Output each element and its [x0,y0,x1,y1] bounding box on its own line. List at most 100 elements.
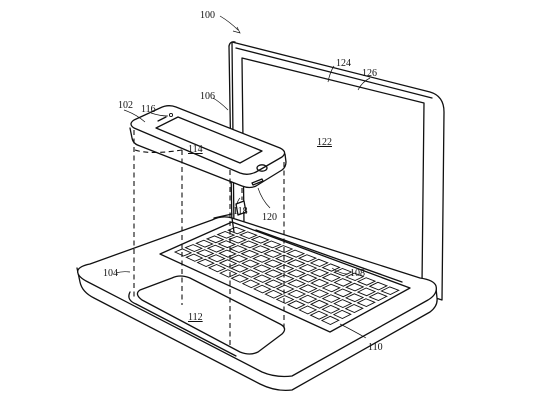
keyboard-key [298,294,318,304]
keyboard-key [274,254,294,263]
keyboard-key [241,279,261,289]
keyboard-key [230,274,250,283]
label-108: 108 [350,268,365,279]
keyboard-key [333,278,353,287]
keyboard-key [344,293,365,303]
keyboard-key [228,235,247,244]
keyboard-key [185,253,204,262]
keyboard-key [262,240,282,249]
keyboard-key [195,249,215,258]
keyboard-key [205,235,225,244]
phone-speaker [157,116,167,122]
keyboard-bar [255,229,403,283]
keyboard-key [321,283,341,293]
keyboard-key [356,287,377,297]
label-124: 124 [336,58,351,69]
keyboard-key [368,292,388,301]
keyboard-key [309,299,329,309]
phone-camera [168,112,174,118]
keyboard-key [241,269,261,278]
leader-lines [115,15,371,339]
label-110: 110 [368,342,383,353]
keyboard-key [309,258,329,267]
keyboard-key [297,254,318,263]
keyboard-key [252,264,272,273]
keyboard-key [207,264,227,273]
keyboard-key [239,240,259,249]
keyboard-key [216,231,236,239]
projection-lines [133,130,285,346]
keyboard-key [263,249,283,258]
keyboard-key [298,274,318,283]
keyboard-key [309,310,329,320]
keyboard-key [217,240,237,249]
keyboard-key [298,284,318,293]
keyboard-key [229,245,248,253]
keyboard-key [264,279,284,289]
keyboard-key [218,259,238,268]
label-126: 126 [362,68,377,79]
label-122: 122 [317,137,332,148]
dock-connector [235,200,247,216]
keyboard-key [310,278,330,288]
phone-home-button [256,164,268,172]
keyboard-key [241,259,260,268]
keyboard-key [263,259,283,268]
keyboard-key [275,295,295,304]
keyboard-key [310,289,330,298]
keyboard-well [159,221,411,333]
keyboard-key [251,245,271,254]
keyboard-key [298,264,318,273]
keyboard-key [253,284,272,294]
label-118: 118 [233,206,248,217]
trackpad [136,275,286,355]
keyboard-key [380,286,400,295]
phone-screen [155,116,263,164]
keyboard-key [286,249,306,258]
keyboard-key [207,254,226,263]
keyboard-key [333,268,353,277]
keyboard-key [333,288,353,298]
keyboard-key [264,269,284,278]
keyboard-key [356,298,376,307]
keyboard-key [286,259,306,268]
keyboard-keys [173,226,400,326]
keyboard-key [344,304,364,313]
keyboard-key [219,269,238,278]
keyboard-key [321,263,341,272]
keyboard-key [275,274,295,283]
phone-port [251,178,264,186]
keyboard-key [227,226,247,235]
keyboard-key [230,264,249,273]
label-102: 102 [118,100,133,111]
keyboard-key [275,284,295,294]
keyboard-key [238,231,258,239]
label-100: 100 [200,10,215,21]
keyboard-key [286,300,306,310]
keyboard-key [298,305,318,315]
keyboard-key [286,269,307,278]
keyboard-key [196,258,215,267]
keyboard-key [309,268,330,278]
keyboard-key [321,273,341,282]
keyboard-key [173,248,193,257]
keyboard-key [206,244,226,253]
keyboard-key [320,315,340,326]
keyboard-key [252,254,272,263]
label-114: 114 [188,144,203,155]
label-106: 106 [200,91,215,102]
keyboard-key [344,272,365,281]
keyboard-key [275,264,295,273]
label-104: 104 [103,268,118,279]
keyboard-key [184,244,203,252]
keyboard-key [321,304,341,314]
label-120: 120 [262,212,277,223]
keyboard-key [218,249,237,258]
label-112: 112 [188,312,203,323]
keyboard-key [274,245,294,253]
keyboard-key [333,299,353,308]
keyboard-key [356,277,377,286]
label-116: 116 [141,104,156,115]
